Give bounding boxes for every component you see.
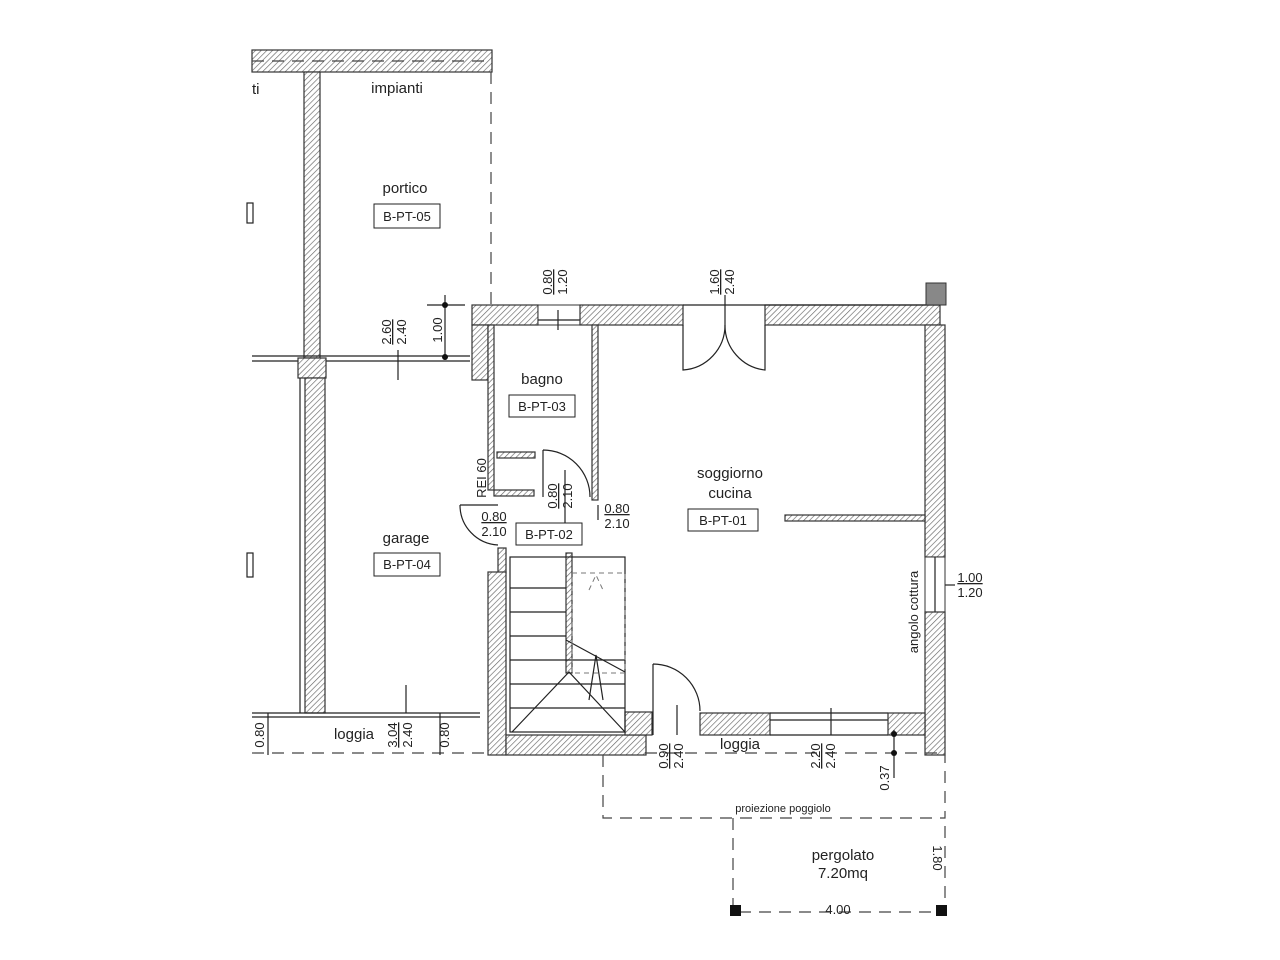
room-code-box <box>373 203 441 229</box>
pergolato-depth: 1.80 <box>930 845 945 870</box>
room-code-soggiorno: B-PT-01 <box>699 513 747 528</box>
room-label-impianti: impianti <box>371 80 423 97</box>
walls-upper <box>246 49 493 714</box>
room-code-box <box>508 394 576 418</box>
dimension-lines <box>252 295 955 778</box>
dim-win-loggia-height: 2.40 <box>823 743 838 768</box>
pergolato-width: 4.00 <box>825 902 850 917</box>
pillar <box>936 905 947 916</box>
dim-win-cottura-width: 1.00 <box>957 570 982 585</box>
staircase <box>509 556 626 733</box>
room-label-pergolato: pergolato <box>812 847 875 864</box>
room-code-disimpegno: B-PT-02 <box>525 527 573 542</box>
room-label-loggia-right: loggia <box>720 736 761 753</box>
walls-house <box>471 282 947 756</box>
label-proiezione-poggiolo: proiezione poggiolo <box>735 803 830 815</box>
room-label-soggiorno: soggiorno <box>697 465 763 482</box>
dim-door-soggiorno-width: 0.80 <box>604 501 629 516</box>
room-code-bagno: B-PT-03 <box>518 399 566 414</box>
fire-rating-label: REI 60 <box>474 458 489 498</box>
room-label-cucina: cucina <box>708 485 752 502</box>
room-code-box <box>373 552 441 577</box>
dim-step: 1.00 <box>430 317 445 342</box>
dim-loggia-left-b: 0.80 <box>437 722 452 747</box>
room-label: ti <box>252 81 260 98</box>
pergolato-area: 7.20mq <box>818 865 868 882</box>
dim-door-bagno-width: 0.80 <box>545 483 560 508</box>
dim-loggia-opening-height: 2.40 <box>400 722 415 747</box>
dim-door-loggia-width: 0.90 <box>656 743 671 768</box>
dim-win-bagno-height: 1.20 <box>555 269 570 294</box>
dim-door-rei-height: 2.10 <box>481 524 506 539</box>
room-code-box <box>687 508 759 532</box>
dim-door-rei-width: 0.80 <box>481 509 506 524</box>
room-code-garage: B-PT-04 <box>383 557 431 572</box>
dim-door-loggia-height: 2.40 <box>671 743 686 768</box>
dim-loggia-opening-width: 3.04 <box>385 722 400 747</box>
dim-win-loggia-width: 2.20 <box>808 743 823 768</box>
dim-offset: 0.37 <box>877 765 892 790</box>
dim-win-cottura-height: 1.20 <box>957 585 982 600</box>
dim-door-bagno-height: 2.10 <box>560 483 575 508</box>
dim-portico-opening-height: 2.40 <box>394 319 409 344</box>
room-code-box <box>515 522 583 546</box>
doors <box>459 324 766 735</box>
pillar <box>730 905 741 916</box>
dim-door-soggiorno-height: 2.10 <box>604 516 629 531</box>
room-code-portico: B-PT-05 <box>383 209 431 224</box>
room-label-loggia-left: loggia <box>334 726 375 743</box>
dim-door-main-height: 2.40 <box>722 269 737 294</box>
dim-door-main-width: 1.60 <box>707 269 722 294</box>
room-label-angolo-cottura: angolo cottura <box>906 570 921 653</box>
room-label-bagno: bagno <box>521 371 563 388</box>
dim-win-bagno-width: 0.80 <box>540 269 555 294</box>
outdoor-outlines <box>252 752 947 916</box>
dim-portico-opening-width: 2.60 <box>379 319 394 344</box>
dim-loggia-left-a: 0.80 <box>252 722 267 747</box>
room-label-garage: garage <box>383 530 430 547</box>
room-label-portico: portico <box>382 180 427 197</box>
